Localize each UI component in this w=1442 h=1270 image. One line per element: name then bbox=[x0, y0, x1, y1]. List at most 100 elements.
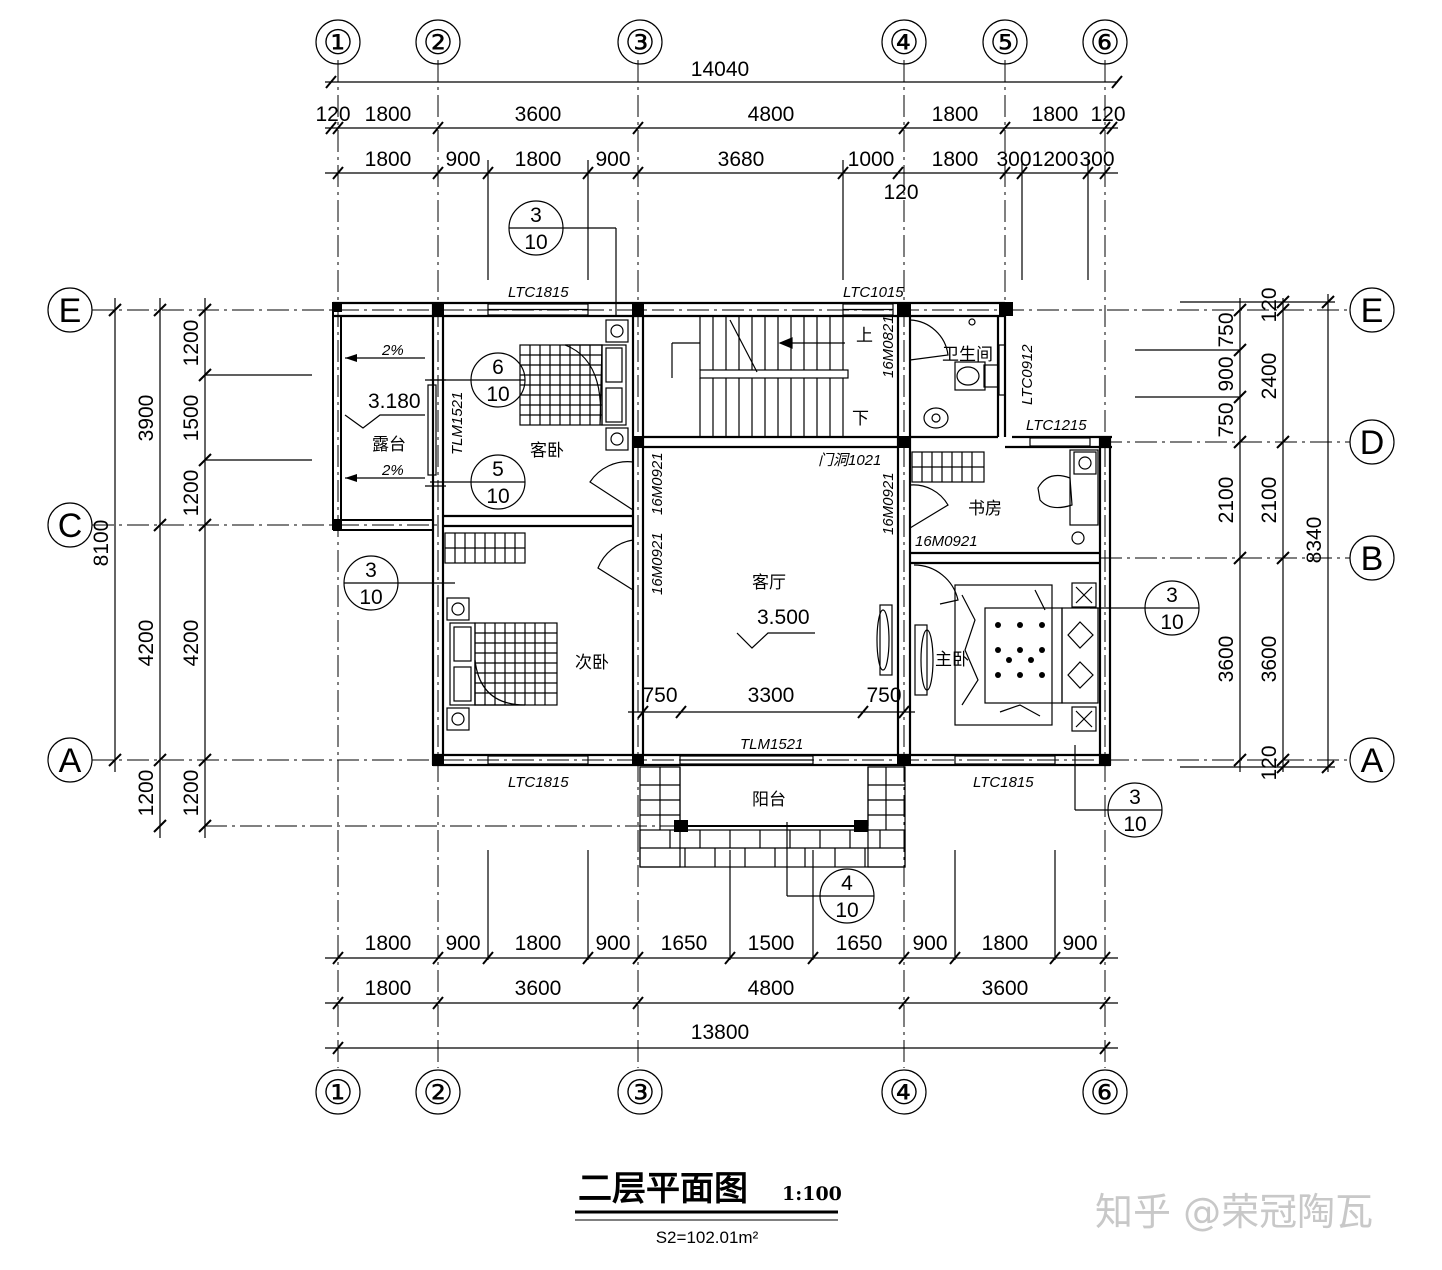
callout: 6 10 bbox=[430, 352, 526, 408]
dim-text: 120 bbox=[883, 181, 918, 204]
tag-tlm1521: TLM1521 bbox=[740, 736, 803, 753]
callout-num: 3 bbox=[530, 204, 542, 227]
dim-text: 120 bbox=[315, 103, 350, 126]
right-dimension-lines bbox=[1135, 294, 1335, 774]
axis-label: ① bbox=[323, 24, 353, 62]
dim-text: 900 bbox=[445, 148, 480, 171]
dim-text: 1800 bbox=[365, 148, 412, 171]
staircase: 上 下 bbox=[671, 316, 873, 437]
dim-bottom-axis: 1800 3600 4800 3600 bbox=[365, 977, 1029, 1000]
axis-label: ③ bbox=[625, 1074, 655, 1112]
callout-sheet: 10 bbox=[1160, 611, 1183, 634]
tag-ltc1215: LTC1215 bbox=[1026, 417, 1087, 434]
dim-text: 750 bbox=[642, 684, 677, 707]
callout-sheet: 10 bbox=[1123, 813, 1146, 836]
dim-text: 1800 bbox=[365, 977, 412, 1000]
dim-left-total: 8100 bbox=[90, 520, 113, 567]
callout-sheet: 10 bbox=[524, 231, 547, 254]
room-living: 客厅 bbox=[752, 573, 786, 593]
dim-text: 1800 bbox=[365, 932, 412, 955]
room-bath: 卫生间 bbox=[942, 345, 993, 365]
bottom-dimension-lines bbox=[325, 850, 1118, 1055]
callout: 3 10 bbox=[343, 555, 455, 611]
doors bbox=[589, 319, 959, 605]
callout-num: 3 bbox=[1166, 584, 1178, 607]
callout-num: 6 bbox=[492, 356, 504, 379]
dim-text: 900 bbox=[595, 148, 630, 171]
dim-bottom-detail: 1800 900 1800 900 1650 1500 1650 900 180… bbox=[365, 932, 1098, 955]
dim-text: 900 bbox=[595, 932, 630, 955]
dim-text: 4800 bbox=[748, 103, 795, 126]
callout: 4 10 bbox=[786, 822, 875, 924]
axis-label: D bbox=[1360, 424, 1385, 462]
tag-ltc1015: LTC1015 bbox=[843, 284, 904, 301]
drawing-title: 二层平面图 bbox=[578, 1169, 748, 1209]
axis-bubbles-right: E D B A bbox=[1349, 287, 1395, 783]
dim-text: 1800 bbox=[982, 932, 1029, 955]
dim-text: 900 bbox=[1215, 356, 1238, 391]
stair-down-label: 下 bbox=[852, 409, 869, 429]
study-furniture bbox=[911, 449, 1099, 545]
tag-m0921: 16M0921 bbox=[915, 533, 978, 550]
stair-up-label: 上 bbox=[856, 326, 873, 346]
dim-top-detail: 1800 900 1800 900 3680 1000 1800 300 120… bbox=[365, 148, 1115, 204]
axis-label: A bbox=[1361, 742, 1384, 780]
axis-label: ⑤ bbox=[990, 24, 1020, 62]
dim-text: 1200 bbox=[180, 470, 203, 517]
dim-text: 3600 bbox=[515, 977, 562, 1000]
axis-label: ⑥ bbox=[1090, 24, 1120, 62]
dim-text: 1500 bbox=[748, 932, 795, 955]
axis-label: E bbox=[59, 292, 82, 330]
dim-text: 750 bbox=[1215, 312, 1238, 347]
dim-text: 1650 bbox=[661, 932, 708, 955]
dim-left-detail: 1200 1500 1200 4200 1200 bbox=[180, 320, 203, 817]
dim-top-total: 14040 bbox=[691, 58, 749, 81]
left-dimension-lines bbox=[108, 298, 312, 838]
dim-text: 2100 bbox=[1258, 477, 1281, 524]
callout-num: 4 bbox=[841, 872, 853, 895]
dim-text: 1500 bbox=[180, 395, 203, 442]
callout-sheet: 10 bbox=[359, 586, 382, 609]
axis-label: ⑥ bbox=[1090, 1074, 1120, 1112]
master-bed bbox=[876, 582, 1099, 732]
dim-text: 3680 bbox=[718, 148, 765, 171]
dim-text: 4800 bbox=[748, 977, 795, 1000]
axis-label: ② bbox=[423, 24, 453, 62]
dim-text: 900 bbox=[912, 932, 947, 955]
dim-text: 300 bbox=[1079, 148, 1114, 171]
tag-ltc1815: LTC1815 bbox=[973, 774, 1034, 791]
tag-opening: 门洞1021 bbox=[818, 452, 881, 469]
tag-m0921: 16M0921 bbox=[880, 472, 897, 535]
callout: 3 10 bbox=[1074, 745, 1163, 838]
dim-left-axis: 3900 4200 1200 bbox=[135, 395, 158, 817]
slope-label: 2% bbox=[381, 342, 404, 359]
room-master: 主卧 bbox=[935, 650, 969, 670]
axis-bubbles-bottom: ① ② ③ ④ ⑥ bbox=[315, 1069, 1128, 1115]
top-dimension-lines bbox=[325, 75, 1123, 280]
dim-text: 900 bbox=[1062, 932, 1097, 955]
terrace-annotations: 2% 2% 3.180 3.500 bbox=[344, 342, 815, 649]
axis-label: ④ bbox=[889, 1074, 919, 1112]
watermark: 知乎 @荣冠陶瓦 bbox=[1095, 1190, 1373, 1234]
dim-right-axis: 120 2400 2100 3600 120 bbox=[1258, 287, 1281, 780]
axis-bubbles-top: ① ② ③ ④ ⑤ ⑥ bbox=[315, 19, 1128, 65]
callout: 3 10 bbox=[1090, 580, 1200, 636]
room-labels: 露台 客卧 次卧 客厅 书房 主卧 卫生间 阳台 bbox=[372, 345, 1002, 810]
dim-bottom-total: 13800 bbox=[691, 1021, 749, 1044]
dim-top-axis: 120 1800 3600 4800 1800 1800 120 bbox=[315, 103, 1125, 126]
dim-text: 300 bbox=[996, 148, 1031, 171]
dim-text: 4200 bbox=[135, 620, 158, 667]
dim-text: 1200 bbox=[180, 320, 203, 367]
grid-lines bbox=[92, 60, 1350, 1068]
dim-right-total: 8340 bbox=[1303, 517, 1326, 564]
dim-text: 3600 bbox=[1215, 636, 1238, 683]
dim-text: 1000 bbox=[848, 148, 895, 171]
dim-text: 900 bbox=[445, 932, 480, 955]
tag-m0821: 16M0821 bbox=[880, 315, 897, 378]
axis-bubbles-left: E C A bbox=[47, 287, 93, 783]
room-balcony: 阳台 bbox=[752, 790, 786, 810]
dim-text: 1800 bbox=[515, 932, 562, 955]
opening-tags: LTC1815 LTC1015 16M0821 LTC0912 LTC1215 … bbox=[449, 284, 1087, 791]
callout-num: 5 bbox=[492, 458, 504, 481]
callout: 5 10 bbox=[430, 454, 526, 510]
